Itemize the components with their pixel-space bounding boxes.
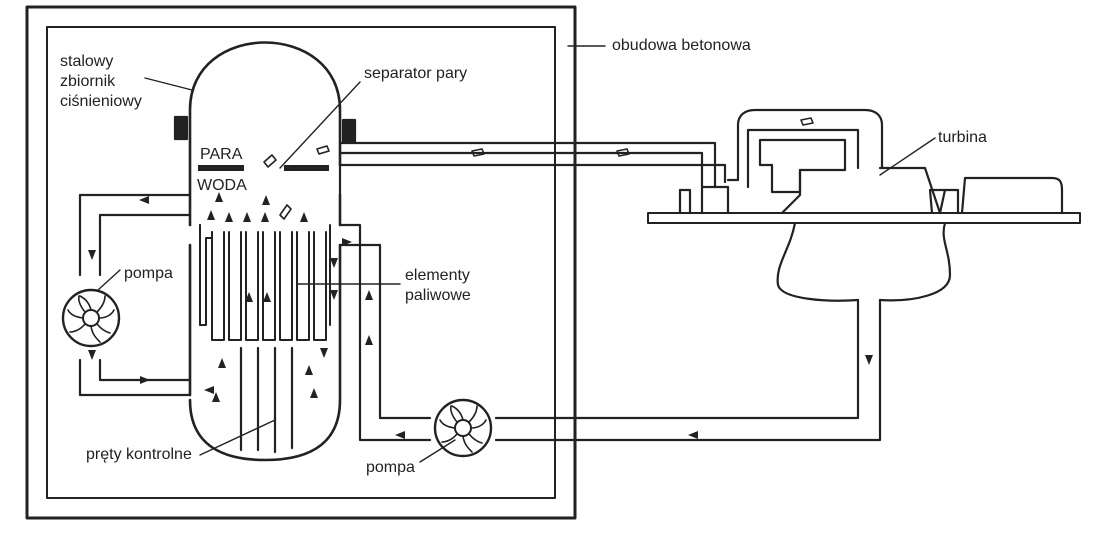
label-turbine: turbina	[938, 129, 987, 146]
label-pressure-vessel-1: stalowy	[60, 53, 114, 70]
steam-line	[338, 141, 717, 189]
leader-lines	[97, 45, 936, 463]
label-concrete-housing: obudowa betonowa	[612, 37, 751, 54]
label-fuel-elements-2: paliwowe	[405, 287, 471, 304]
pressure-vessel	[188, 41, 342, 462]
recirculation-loop-left	[78, 193, 192, 397]
label-pump-left: pompa	[124, 265, 173, 282]
vessel-nozzle-right	[341, 118, 357, 144]
steam-bubbles	[263, 117, 814, 220]
pump-bottom-symbol	[433, 398, 493, 458]
label-pressure-vessel-3: ciśnieniowy	[60, 93, 142, 110]
turbine-assembly	[678, 108, 1064, 302]
feedwater-line	[338, 163, 882, 442]
label-control-rods: pręty kontrolne	[86, 446, 192, 463]
label-pump-bottom: pompa	[366, 459, 415, 476]
label-fuel-elements-1: elementy	[405, 267, 470, 284]
water-level-bar-right	[284, 165, 329, 171]
fuel-elements	[199, 224, 331, 341]
pump-left-symbol	[61, 288, 121, 348]
label-steam-separator: separator pary	[364, 65, 468, 82]
flow-arrows	[88, 192, 873, 439]
turbine-platform	[647, 212, 1081, 224]
label-water: WODA	[197, 177, 247, 194]
vessel-nozzle-left	[173, 115, 189, 141]
concrete-containment	[25, 5, 577, 520]
label-pressure-vessel-2: zbiornik	[60, 73, 116, 90]
water-level-bar-left	[198, 165, 244, 171]
label-steam: PARA	[200, 146, 243, 163]
control-rods	[239, 346, 294, 454]
